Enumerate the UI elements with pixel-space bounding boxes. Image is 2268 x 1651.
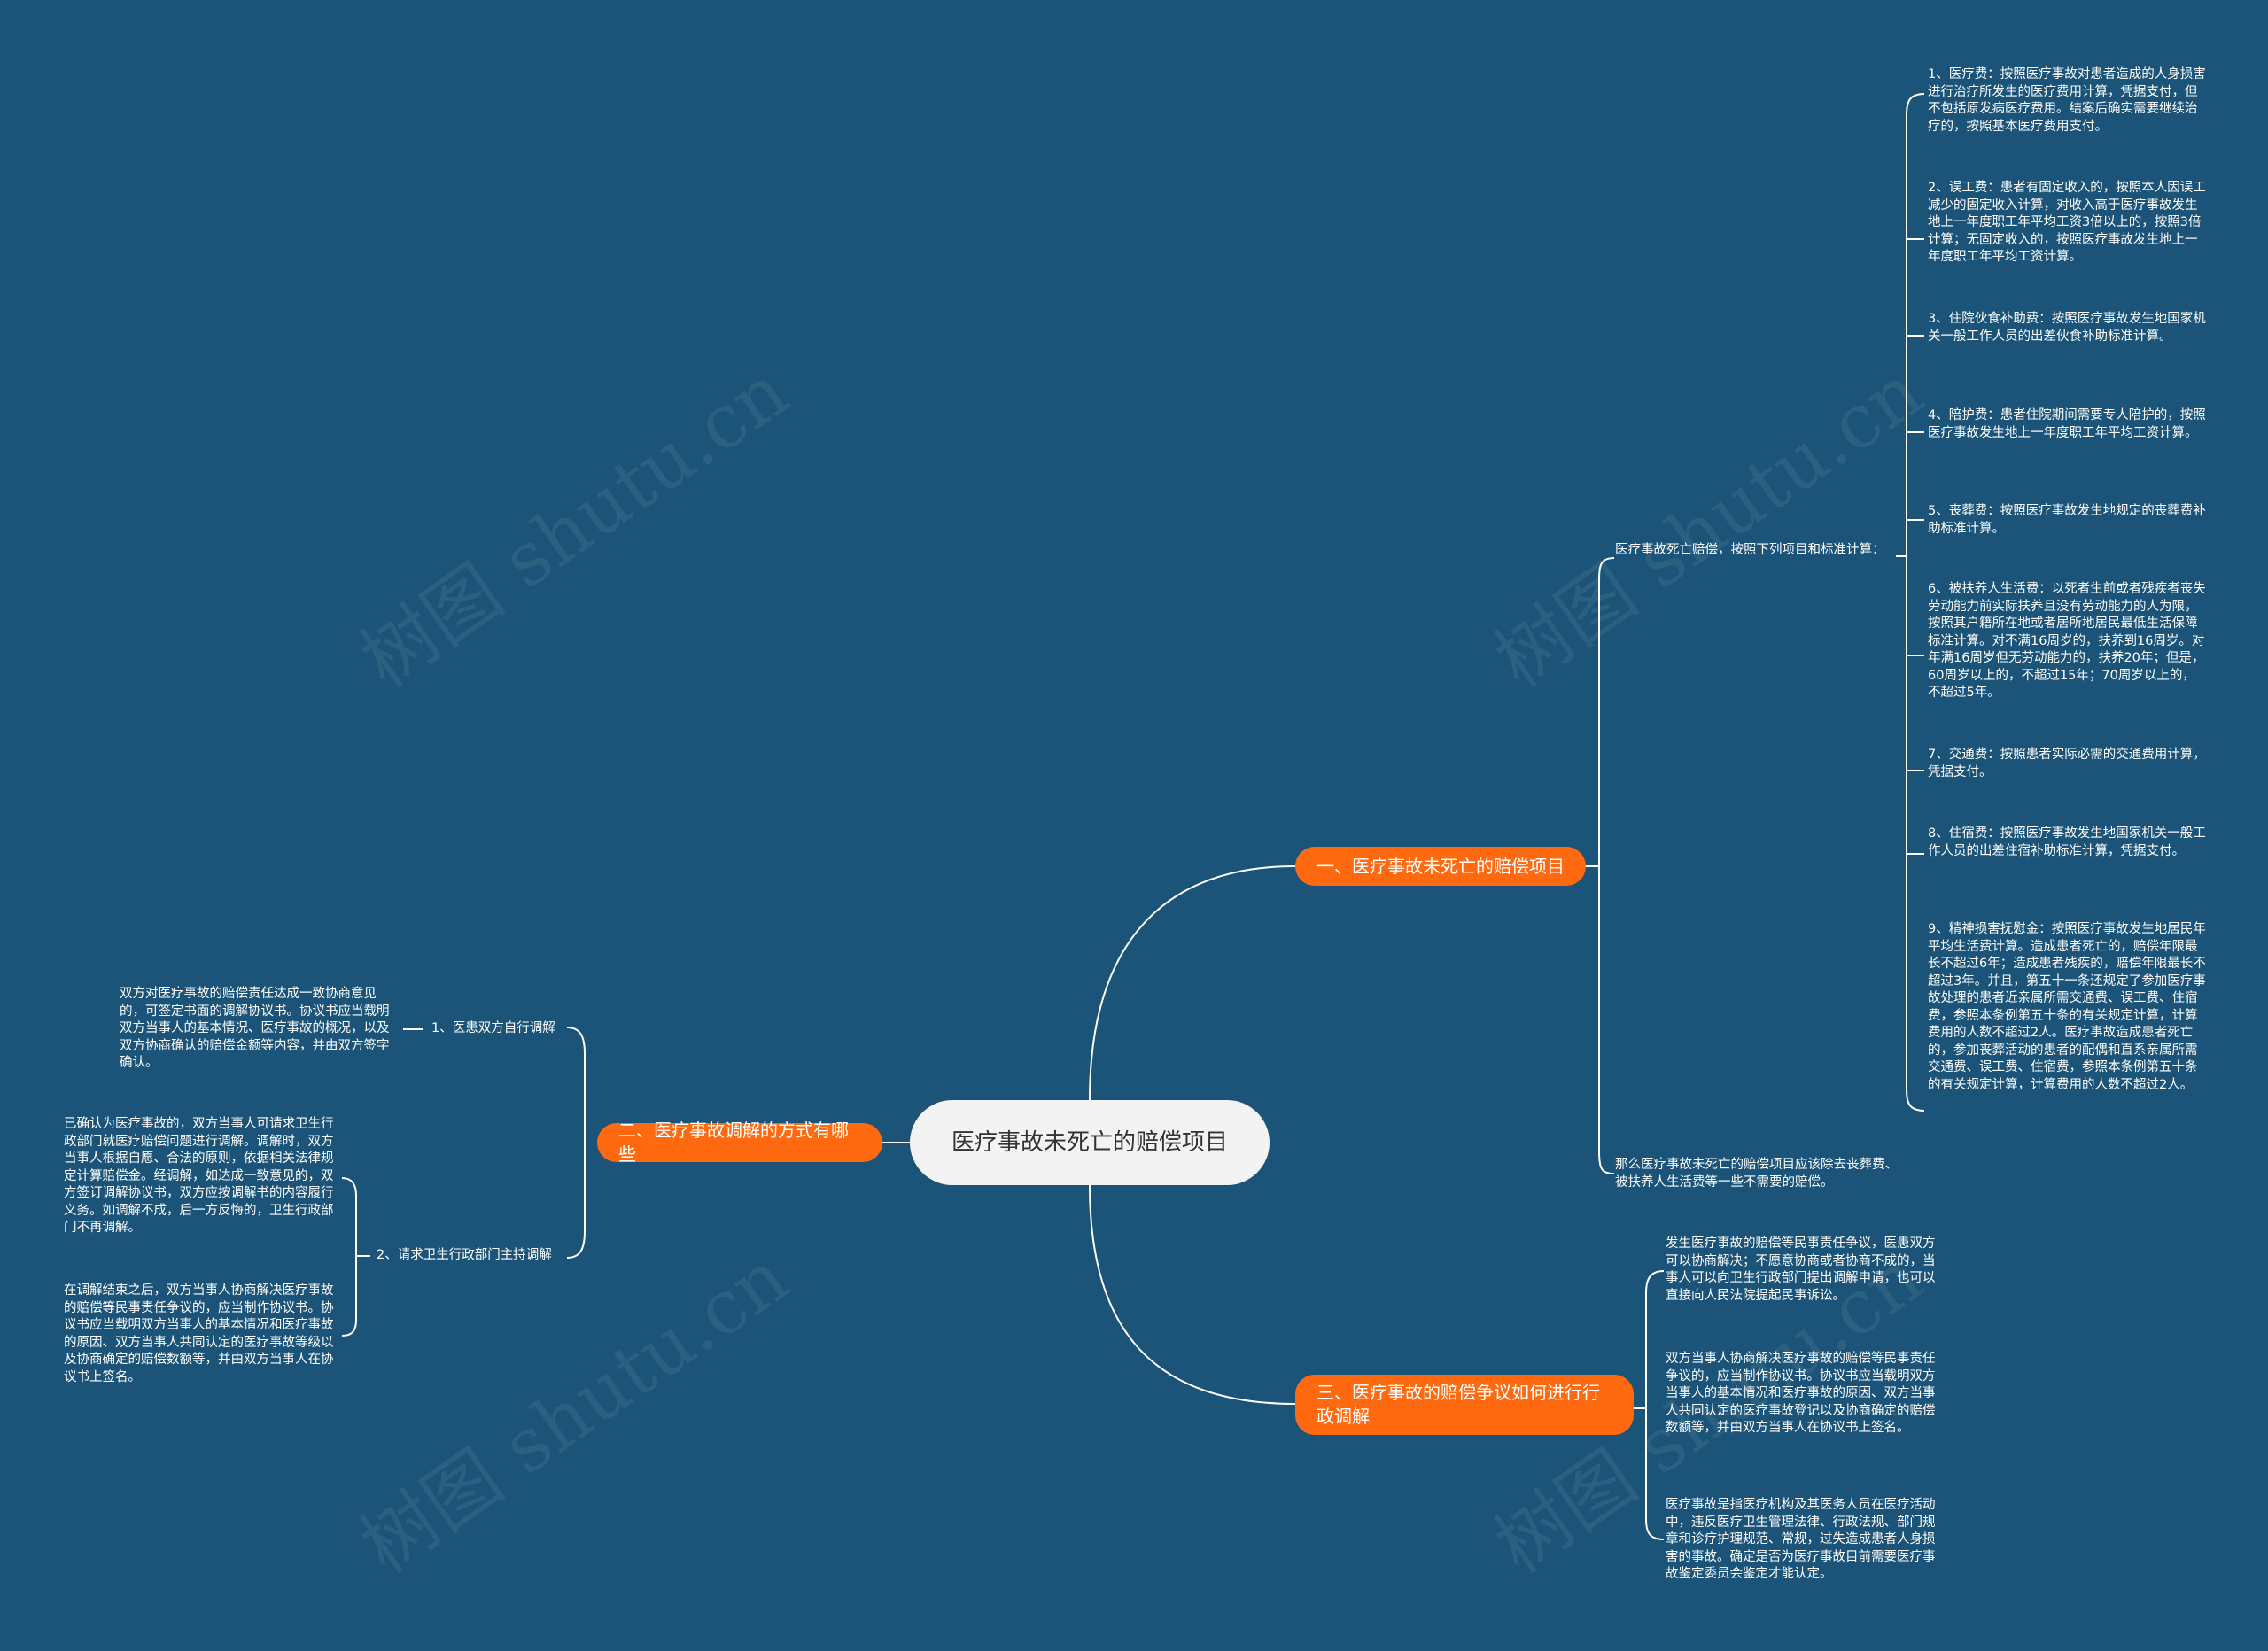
central-topic[interactable]: 医疗事故未死亡的赔偿项目 xyxy=(910,1100,1270,1185)
compensation-item: 1、医疗费：按照医疗事故对患者造成的人身损害进行治疗所发生的医疗费用计算，凭据支… xyxy=(1928,67,2206,134)
branch-node-1-label: 一、医疗事故未死亡的赔偿项目 xyxy=(1317,855,1565,877)
bracket-sub1-items xyxy=(1906,93,1925,1112)
compensation-item: 9、精神损害抚慰金：按照医疗事故发生地居民年平均生活费计算。造成患者死亡的，赔偿… xyxy=(1928,922,2206,1092)
compensation-item: 3、住院伙食补助费：按照医疗事故发生地国家机关一般工作人员的出差伙食补助标准计算… xyxy=(1928,312,2206,344)
branch2-sub2-text: 在调解结束之后，双方当事人协商解决医疗事故的赔偿等民事责任争议的，应当制作协议书… xyxy=(64,1283,334,1384)
central-topic-label: 医疗事故未死亡的赔偿项目 xyxy=(951,1129,1228,1156)
branch-node-1[interactable]: 一、医疗事故未死亡的赔偿项目 xyxy=(1295,847,1586,886)
compensation-item: 2、误工费：患者有固定收入的，按照本人因误工减少的固定收入计算，对收入高于医疗事… xyxy=(1928,181,2206,264)
branch1-sub1-label: 医疗事故死亡赔偿，按照下列项目和标准计算： xyxy=(1615,543,1885,557)
compensation-item: 5、丧葬费：按照医疗事故发生地规定的丧葬费补助标准计算。 xyxy=(1928,504,2206,536)
bracket-branch1 xyxy=(1598,557,1615,1174)
branch-node-3[interactable]: 三、医疗事故的赔偿争议如何进行行政调解 xyxy=(1295,1375,1634,1435)
compensation-item: 4、陪护费：患者住院期间需要专人陪护的，按照医疗事故发生地上一年度职工年平均工资… xyxy=(1928,408,2206,440)
compensation-item: 8、住宿费：按照医疗事故发生地国家机关一般工作人员的出差住宿补助标准计算，凭据支… xyxy=(1928,826,2206,858)
branch2-sub1-text: 双方对医疗事故的赔偿责任达成一致协商意见的，可签定书面的调解协议书。协议书应当载… xyxy=(120,987,390,1070)
branch2-sub2-label: 2、请求卫生行政部门主持调解 xyxy=(377,1248,552,1262)
branch-node-2[interactable]: 二、医疗事故调解的方式有哪些 xyxy=(597,1120,882,1165)
bracket-branch2-sub2 xyxy=(341,1177,357,1337)
connector-center-branch1 xyxy=(1089,865,1296,1101)
branch2-sub1-label: 1、医患双方自行调解 xyxy=(431,1021,555,1035)
branch-node-2-label: 二、医疗事故调解的方式有哪些 xyxy=(618,1120,849,1165)
branch2-sub2-text: 已确认为医疗事故的，双方当事人可请求卫生行政部门就医疗赔偿问题进行调解。调解时，… xyxy=(64,1117,334,1235)
branch1-sub2-text: 那么医疗事故未死亡的赔偿项目应该除去丧葬费、被扶养人生活费等一些不需要的赔偿。 xyxy=(1615,1158,1898,1190)
connector-center-branch3 xyxy=(1089,1184,1296,1405)
compensation-item: 7、交通费：按照患者实际必需的交通费用计算，凭据支付。 xyxy=(1928,748,2206,779)
branch3-item: 双方当事人协商解决医疗事故的赔偿等民事责任争议的，应当制作协议书。协议书应当载明… xyxy=(1666,1352,1936,1435)
branch3-item: 医疗事故是指医疗机构及其医务人员在医疗活动中，违反医疗卫生管理法律、行政法规、部… xyxy=(1666,1498,1936,1581)
bracket-branch3 xyxy=(1645,1270,1665,1540)
bracket-branch2 xyxy=(566,1027,586,1259)
branch3-item: 发生医疗事故的赔偿等民事责任争议，医患双方可以协商解决；不愿意协商或者协商不成的… xyxy=(1666,1236,1936,1303)
branch-node-3-label: 三、医疗事故的赔偿争议如何进行行政调解 xyxy=(1317,1382,1600,1427)
compensation-item: 6、被扶养人生活费：以死者生前或者残疾者丧失劳动能力前实际扶养且没有劳动能力的人… xyxy=(1928,582,2206,700)
